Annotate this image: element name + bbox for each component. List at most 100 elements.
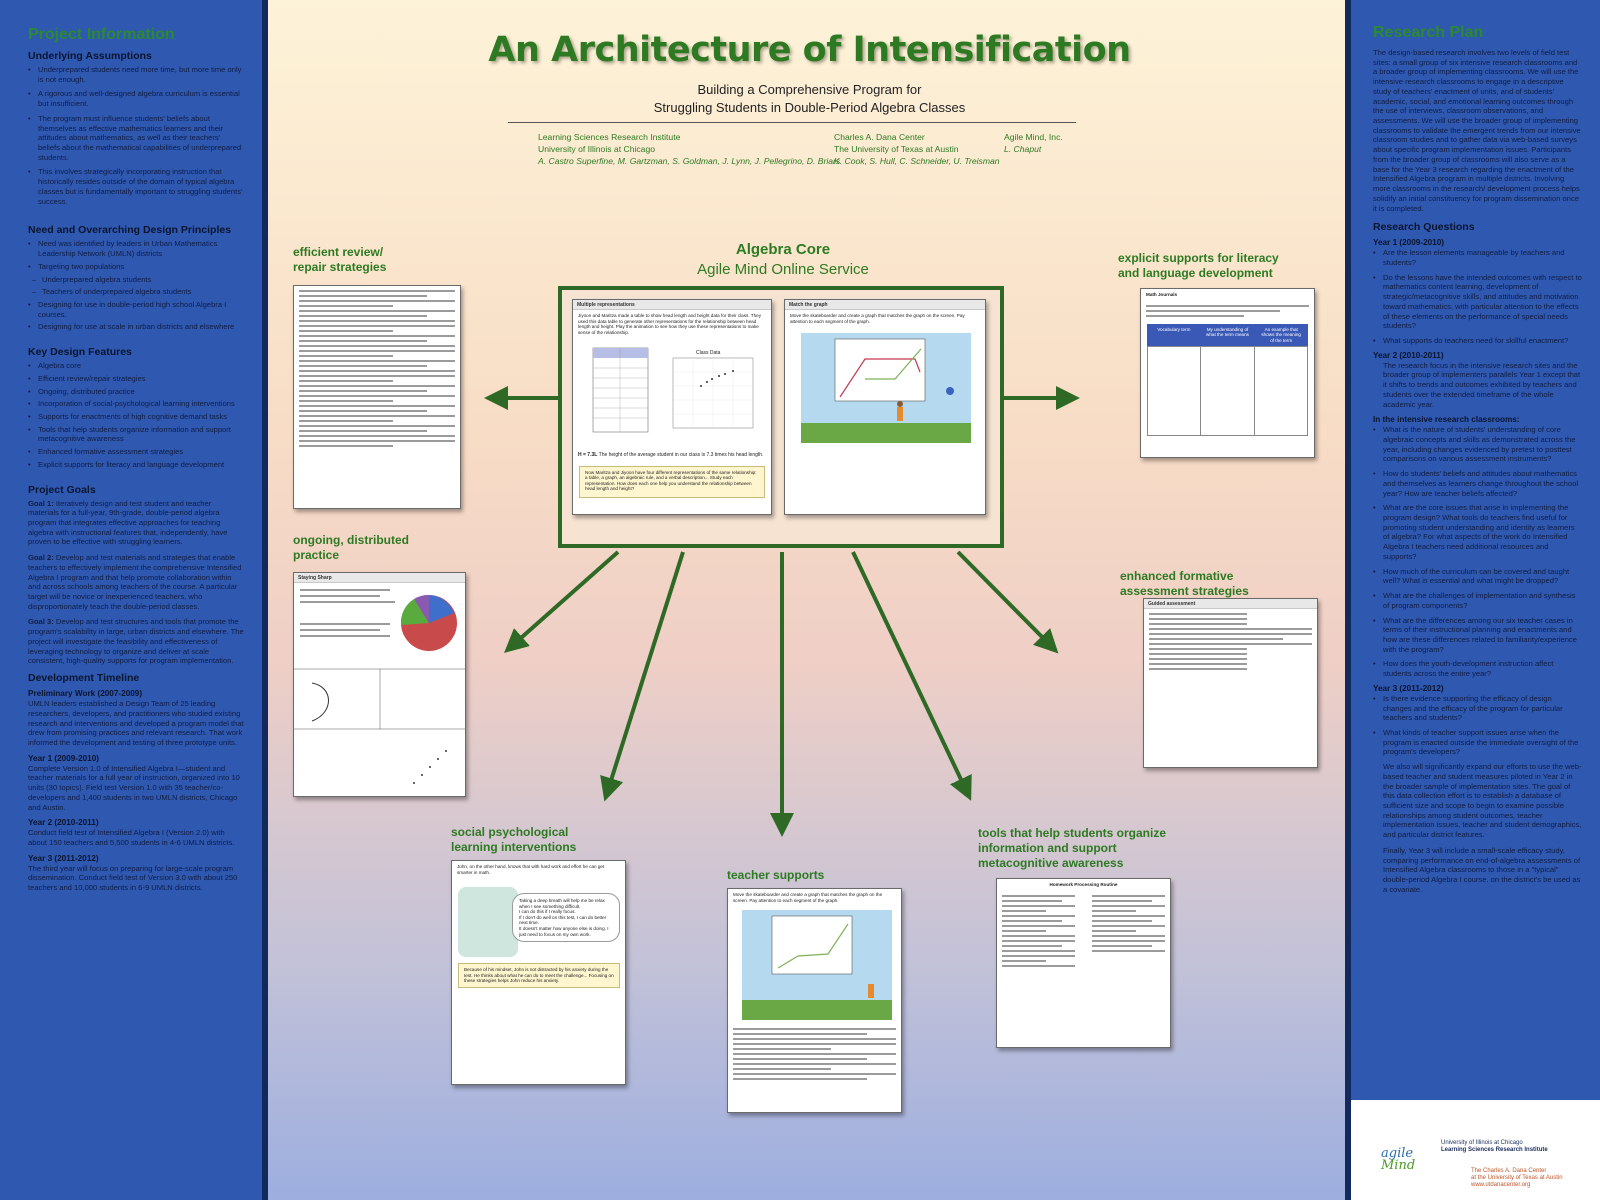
- label-teacher-supports: teacher supports: [727, 868, 825, 882]
- affiliation-lsri: Learning Sciences Research Institute Uni…: [538, 132, 841, 166]
- list-item: What supports do teachers need for skill…: [1373, 336, 1582, 346]
- q-year3-text-2: Finally, Year 3 will include a small-sca…: [1383, 845, 1581, 894]
- teacher-graph-scene: [742, 910, 892, 1021]
- list-item: How do students' beliefs and attitudes a…: [1373, 469, 1582, 498]
- student-illustration: [458, 887, 518, 957]
- list-item: This involves strategically incorporatin…: [28, 167, 244, 206]
- left-divider: [262, 0, 268, 1200]
- list-item: Ongoing, distributed practice: [28, 387, 244, 397]
- year3-heading: Year 3 (2011-2012): [28, 853, 99, 863]
- screenshot-caption: Because of his mindset, John is not dist…: [458, 963, 620, 988]
- project-info-heading: Project Information: [28, 26, 175, 43]
- list-item: What are the core issues that arise in i…: [1373, 503, 1582, 561]
- goals-heading: Project Goals: [28, 483, 96, 496]
- label-social-psychological: social psychological learning interventi…: [451, 825, 577, 854]
- goal-3: Goal 3: Develop and test structures and …: [28, 617, 244, 666]
- label-ongoing-practice: ongoing, distributed practice: [293, 533, 409, 562]
- list-item: Designing for use at scale in urban dist…: [28, 322, 244, 332]
- list-item: How much of the curriculum can be covere…: [1373, 567, 1582, 586]
- arrow-lower-right-2: [956, 550, 1059, 654]
- screenshot-text: Move the skateboarder and create a graph…: [790, 313, 965, 324]
- underlying-list: Underprepared students need more time, b…: [28, 65, 244, 206]
- header-rule: [508, 122, 1076, 123]
- vocab-table-body: [1147, 346, 1308, 437]
- screenshot-text: John, on the other hand, knows that with…: [457, 864, 605, 875]
- goal-2: Goal 2: Develop and test materials and s…: [28, 553, 242, 611]
- social-psychological-screenshot: John, on the other hand, knows that with…: [451, 860, 626, 1085]
- list-item: Enhanced formative assessment strategies: [28, 447, 244, 457]
- list-item: Is there evidence supporting the efficac…: [1373, 694, 1582, 723]
- screenshot-text: Move the skateboarder and create a graph…: [733, 892, 883, 903]
- list-item: How does the youth-development instructi…: [1373, 659, 1582, 678]
- screenshot-prompt: Now Maritza and Jiyoon have four differe…: [579, 465, 765, 498]
- arrow-lower-right-1: [851, 551, 972, 801]
- right-column: Research Plan The design-based research …: [1351, 0, 1600, 1100]
- list-item: Underprepared algebra students: [28, 275, 244, 285]
- q-intensive-list: What is the nature of students' understa…: [1373, 425, 1582, 679]
- q-year3-list: Is there evidence supporting the efficac…: [1373, 694, 1582, 757]
- list-item: Need was identified by leaders in Urban …: [28, 239, 244, 258]
- list-item: Incorporation of social-psychological le…: [28, 399, 244, 409]
- year3-text: The third year will focus on preparing f…: [28, 863, 238, 893]
- list-item: Efficient review/repair strategies: [28, 374, 244, 384]
- need-heading: Need and Overarching Design Principles: [28, 224, 232, 237]
- staying-sharp-content: [294, 589, 465, 784]
- skateboarder-graph-scene: [801, 333, 971, 444]
- class-data-table-and-graph: Class Data: [592, 347, 754, 433]
- screenshot-titlebar: Guided assessment: [1144, 599, 1317, 609]
- q-year3-heading: Year 3 (2011-2012): [1373, 683, 1444, 693]
- label-formative-assessment: enhanced formative assessment strategies: [1120, 569, 1249, 598]
- list-item: Underprepared students need more time, b…: [28, 65, 244, 84]
- features-heading: Key Design Features: [28, 346, 132, 359]
- underlying-heading: Underlying Assumptions: [28, 50, 152, 62]
- features-list: Algebra core Efficient review/repair str…: [28, 361, 244, 469]
- screenshot-titlebar: Staying Sharp: [294, 573, 465, 583]
- list-item: Supports for enactments of high cognitiv…: [28, 412, 244, 422]
- q-year2-text: The research focus in the intensive rese…: [1383, 360, 1581, 409]
- algebra-core-subtitle: Agile Mind Online Service: [697, 261, 869, 278]
- screenshot-text: Jiyoon and Maritza made a table to show …: [578, 313, 762, 335]
- prelim-heading: Preliminary Work (2007-2009): [28, 689, 143, 699]
- arrow-lower-left-1: [504, 550, 620, 653]
- list-item: Are the lesson elements manageable by te…: [1373, 248, 1582, 267]
- list-item: A rigorous and well-designed algebra cur…: [28, 89, 244, 108]
- label-tools-metacognitive: tools that help students organize inform…: [978, 826, 1167, 870]
- left-column: Project Information Underlying Assumptio…: [0, 0, 262, 1200]
- staying-sharp-screenshot: Staying Sharp: [293, 572, 466, 797]
- center-panel: An Architecture of Intensification Build…: [268, 0, 1351, 1200]
- list-item: Explicit supports for literacy and langu…: [28, 460, 244, 470]
- affiliation-dana: Charles A. Dana Center The University of…: [834, 132, 1000, 166]
- formula-row: H = 7.3L The height of the average stude…: [578, 452, 764, 458]
- label-literacy-supports: explicit supports for literacy and langu…: [1118, 251, 1279, 280]
- research-plan-heading: Research Plan: [1373, 24, 1484, 41]
- q-year3-text-1: We also will significantly expand our ef…: [1383, 762, 1582, 840]
- q-year2-heading: Year 2 (2010-2011): [1373, 350, 1444, 360]
- list-item: Teachers of underprepared algebra studen…: [28, 287, 244, 297]
- teacher-supports-screenshot: Move the skateboarder and create a graph…: [727, 888, 902, 1113]
- label-efficient-review: efficient review/ repair strategies: [293, 245, 387, 274]
- math-journals-screenshot: Math Journals Vocabulary term My underst…: [1140, 288, 1315, 458]
- list-item: The program must influence students' bel…: [28, 114, 244, 163]
- guided-assessment-screenshot: Guided assessment: [1143, 598, 1318, 768]
- year1-text: Complete Version 1.0 of Intensified Alge…: [28, 763, 240, 812]
- q-year1-list: Are the lesson elements manageable by te…: [1373, 248, 1582, 345]
- year2-text: Conduct field test of Intensified Algebr…: [28, 828, 235, 847]
- goal-1: Goal 1: Iteratively design and test stud…: [28, 498, 228, 547]
- thought-bubble: Taking a deep breath will help me be rel…: [512, 893, 620, 943]
- screenshot-titlebar: Multiple representations: [573, 300, 771, 310]
- multiple-representations-screenshot: Multiple representations Jiyoon and Mari…: [572, 299, 772, 515]
- year1-heading: Year 1 (2009-2010): [28, 753, 100, 763]
- q-intensive-heading: In the intensive research classrooms:: [1373, 415, 1520, 425]
- screenshot-heading: Math Journals: [1146, 292, 1178, 297]
- class-data-label: Class Data: [696, 350, 721, 356]
- list-item: What kinds of teacher support issues ari…: [1373, 728, 1582, 757]
- year2-heading: Year 2 (2010-2011): [28, 818, 99, 828]
- timeline-heading: Development Timeline: [28, 672, 140, 685]
- match-the-graph-screenshot: Match the graph Move the skateboarder an…: [784, 299, 986, 515]
- list-item: What are the differences among our six t…: [1373, 616, 1582, 655]
- screenshot-heading: Homework Processing Routine: [1049, 882, 1118, 887]
